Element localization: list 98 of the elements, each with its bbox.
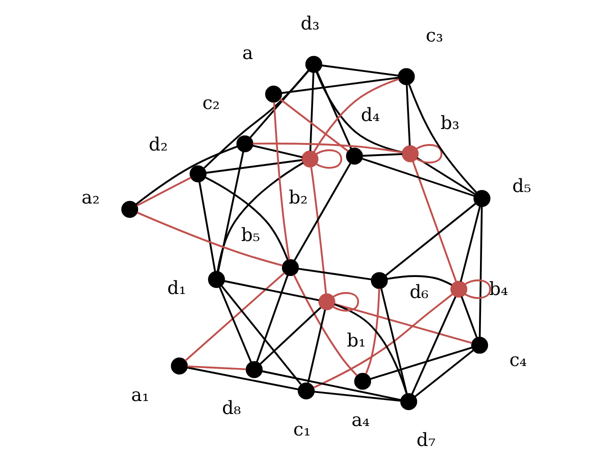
connector xyxy=(186,366,298,390)
connector xyxy=(186,365,246,370)
connector xyxy=(384,202,476,276)
connector xyxy=(252,144,302,158)
connector xyxy=(405,84,410,146)
node-label: a₂ xyxy=(81,188,100,209)
connector xyxy=(136,176,191,206)
connector xyxy=(315,149,342,169)
node-label: d₈ xyxy=(222,398,240,420)
connector xyxy=(280,76,398,94)
connector xyxy=(410,296,456,395)
connector xyxy=(278,98,348,152)
node-label: b₃ xyxy=(440,113,459,134)
node-label: a xyxy=(242,43,253,64)
connector xyxy=(220,285,302,385)
node-circle xyxy=(281,259,298,276)
node-circle xyxy=(120,200,138,218)
connector xyxy=(362,158,474,197)
node-circle xyxy=(354,372,371,390)
connector xyxy=(298,268,371,280)
connector xyxy=(216,151,244,272)
node-circle xyxy=(450,280,467,298)
node-label: c₂ xyxy=(202,92,220,114)
connector xyxy=(412,161,456,282)
connector xyxy=(249,70,309,138)
node-label: a₄ xyxy=(351,410,370,431)
connector xyxy=(216,162,304,272)
connector xyxy=(334,303,407,394)
connector xyxy=(272,102,290,260)
connector xyxy=(306,310,326,383)
connector xyxy=(370,346,472,380)
node-label: d₆ xyxy=(409,282,428,304)
connector xyxy=(464,280,491,299)
node-label: d₄ xyxy=(360,105,380,126)
connector xyxy=(414,350,474,398)
connector xyxy=(218,286,252,362)
node-label: b₅ xyxy=(240,224,260,246)
connector xyxy=(310,167,326,294)
node-circle xyxy=(264,86,282,103)
connector xyxy=(408,84,477,194)
connector xyxy=(316,71,352,150)
node-circle xyxy=(170,358,188,374)
node-circle xyxy=(397,68,414,86)
connector xyxy=(134,146,238,206)
connector xyxy=(334,303,472,344)
node-label: c₃ xyxy=(425,26,443,47)
connector xyxy=(314,390,400,402)
connector xyxy=(198,182,216,272)
connector xyxy=(364,288,380,374)
node-circle xyxy=(400,393,417,410)
node-label: d₃ xyxy=(300,13,320,34)
node-circle xyxy=(370,272,388,289)
node-label: c₁ xyxy=(292,420,310,441)
node-label: d₅ xyxy=(512,176,531,197)
node-circle xyxy=(189,165,206,182)
connector xyxy=(460,296,478,338)
node-label: d₁ xyxy=(166,278,186,300)
connector xyxy=(386,275,452,286)
connector xyxy=(362,153,402,157)
node-circle xyxy=(346,148,362,165)
node-circle xyxy=(473,190,490,207)
node-circle xyxy=(304,56,322,73)
connector xyxy=(136,212,282,266)
connector xyxy=(312,294,452,388)
node-circle xyxy=(301,150,318,168)
connector xyxy=(261,370,401,401)
connector xyxy=(380,288,408,394)
node-label: d₇ xyxy=(416,430,436,452)
connector xyxy=(478,206,482,338)
node-label: d₂ xyxy=(148,134,168,156)
connector xyxy=(258,306,321,365)
node-label: b₄ xyxy=(488,278,508,300)
node-circle xyxy=(208,271,224,288)
connector xyxy=(204,176,288,260)
connector xyxy=(332,292,359,312)
connector xyxy=(308,72,314,151)
node-circle xyxy=(401,145,418,162)
node-circle xyxy=(318,293,335,310)
node-label: a₁ xyxy=(130,385,149,406)
connector xyxy=(293,162,351,261)
connector xyxy=(416,157,475,195)
node-circle xyxy=(236,135,253,152)
connector xyxy=(292,274,358,376)
connector xyxy=(252,142,402,154)
connector xyxy=(415,144,442,164)
connector xyxy=(459,206,480,282)
node-circle xyxy=(470,336,488,354)
node-circle xyxy=(245,361,262,378)
connector xyxy=(256,275,288,362)
node-label: b₂ xyxy=(288,188,308,209)
node-label: b₁ xyxy=(346,330,366,352)
connector xyxy=(203,70,309,169)
node-label: c₄ xyxy=(508,350,526,371)
connector xyxy=(224,280,319,302)
connector xyxy=(205,159,302,174)
node-circle xyxy=(297,382,314,400)
connector xyxy=(321,64,398,76)
connector xyxy=(184,272,284,362)
